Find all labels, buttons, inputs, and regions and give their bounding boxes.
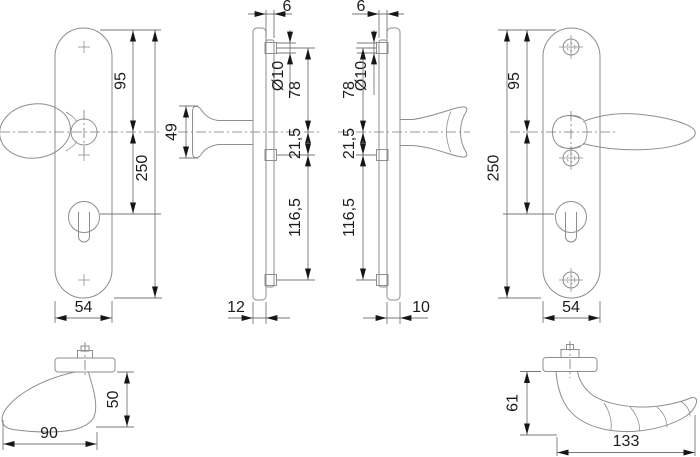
dim-label-50: 50: [105, 391, 122, 409]
dimension-250-right: 250: [486, 30, 541, 299]
fixing-lug-top: [376, 42, 389, 54]
lever-grip-joint: [583, 121, 588, 144]
dim-label-dia10: Ø10: [353, 61, 370, 91]
fixing-lug-bottom: [264, 274, 277, 286]
knob-plate-side-view: 49 6 Ø10 78: [164, 0, 322, 324]
plate-back-strip: [378, 39, 388, 288]
screw-hole-middle: [559, 146, 583, 170]
dimension-12: 12: [227, 299, 290, 324]
dim-label-133: 133: [613, 433, 640, 450]
dimension-10: 10: [363, 299, 430, 324]
knob-profile: [192, 105, 253, 159]
grip-groove-3: [656, 406, 668, 428]
grip-groove-2: [629, 406, 640, 432]
dim-label-78: 78: [341, 81, 358, 99]
dim-label-21-5: 21,5: [341, 128, 358, 159]
lever-grip-inner-line: [446, 111, 452, 153]
fixing-lug-top: [264, 42, 277, 54]
dim-label-90: 90: [40, 425, 58, 442]
knob-neck: [70, 118, 98, 146]
lever-grip: [582, 113, 696, 151]
dim-label-6: 6: [283, 0, 292, 15]
dimension-6-left: 6: [248, 0, 292, 38]
dim-label-dia10: Ø10: [270, 61, 287, 91]
cylinder-hole-notch: [565, 212, 577, 243]
dimension-133: 133: [556, 415, 696, 456]
dim-label-95: 95: [506, 72, 523, 90]
knob-top-outline: [1, 371, 97, 433]
dim-label-12: 12: [227, 299, 245, 316]
screw-hole-top: [559, 35, 583, 59]
lever-top-outline: [555, 371, 698, 433]
dimension-49: 49: [164, 105, 198, 159]
dimension-250-left: 250: [114, 30, 162, 299]
dim-label-10: 10: [412, 299, 430, 316]
knob-rose: [54, 357, 116, 373]
plate-back-strip: [265, 39, 275, 288]
fixing-lug-bottom: [376, 274, 389, 286]
grip-groove-4: [680, 401, 691, 417]
dimension-50: 50: [96, 371, 134, 428]
dim-label-6: 6: [357, 0, 366, 15]
knob-plate-front-view: 95 250 54: [0, 27, 162, 323]
dim-label-49: 49: [164, 123, 181, 141]
dim-label-54: 54: [562, 299, 580, 316]
dim-label-116-5: 116,5: [341, 198, 358, 237]
screw-mark-bottom: [78, 274, 90, 286]
dimension-90: 90: [2, 420, 98, 450]
plate-outline: [542, 27, 601, 299]
dim-label-116-5: 116,5: [287, 198, 304, 237]
dim-label-21-5: 21,5: [287, 128, 304, 159]
lever-rose: [542, 357, 598, 372]
plate-outline: [54, 27, 113, 299]
lever-plate-front-view: 95 250 54: [486, 27, 696, 323]
screw-mark-middle: [78, 149, 90, 161]
dimension-54-right: 54: [542, 299, 601, 323]
dimension-dia10-right: Ø10: [353, 30, 377, 95]
dim-label-95: 95: [113, 72, 130, 90]
plate-profile: [252, 27, 267, 301]
dimension-dia10-left: Ø10: [270, 30, 296, 95]
dim-label-54: 54: [75, 299, 93, 316]
neck-fillet-bottom: [65, 140, 78, 152]
dim-label-250: 250: [486, 155, 503, 182]
fixing-lug-middle: [264, 149, 277, 161]
dim-label-78: 78: [287, 81, 304, 99]
screw-hole-bottom: [559, 268, 583, 292]
knob-body: [0, 103, 71, 159]
dimension-54-left: 54: [54, 299, 113, 323]
lever-grip-end-view: [412, 106, 468, 158]
lever-top-view: 61 133: [505, 341, 698, 456]
dimension-chain-left-profile: 78 21,5 116,5: [277, 47, 315, 281]
neck-fillet-top: [65, 111, 78, 123]
dim-label-61: 61: [505, 394, 522, 412]
grip-groove-1: [603, 402, 612, 431]
knob-top-view: 50 90: [1, 342, 134, 450]
cylinder-hole: [68, 201, 100, 233]
lever-neck-detail-top: [559, 114, 582, 119]
dimension-chain-to-cylinder-left: [100, 132, 161, 215]
lever-neck-detail-bottom: [559, 145, 582, 150]
dim-label-250: 250: [134, 155, 151, 182]
plate-profile: [386, 27, 401, 301]
cylinder-hole-notch: [78, 212, 90, 243]
dimension-chain-right-profile: 78 21,5 116,5: [341, 47, 376, 281]
cylinder-hole: [555, 201, 587, 233]
dimension-6-right: 6: [352, 0, 404, 38]
fixing-lug-middle: [376, 149, 389, 161]
dimension-95-left: 95: [100, 29, 161, 132]
dimension-61: 61: [505, 371, 557, 436]
lever-plate-side-view: 6 Ø10 78 21,5 116,5: [338, 0, 470, 324]
dimension-95-right: 95: [498, 29, 556, 132]
screw-mark-top: [78, 41, 90, 53]
dimension-chain-to-cylinder-right: [503, 132, 554, 215]
